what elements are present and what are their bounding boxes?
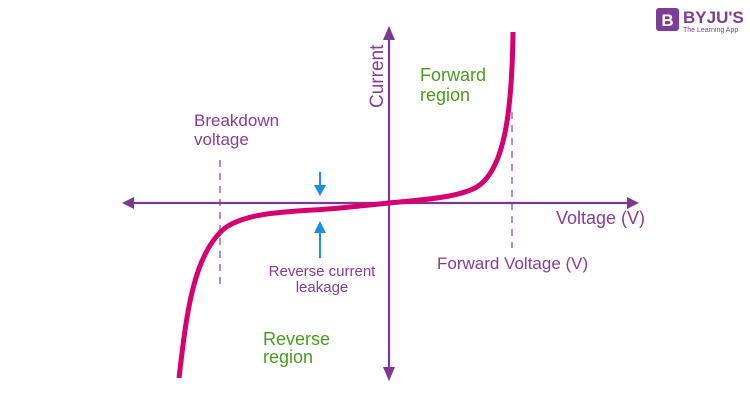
logo-tagline: The Learning App bbox=[683, 27, 738, 34]
forward-voltage-label: Forward Voltage (V) bbox=[437, 254, 588, 273]
leakage-arrow-top-head bbox=[314, 185, 326, 196]
breakdown-voltage-label-line1: Breakdown bbox=[194, 111, 279, 130]
logo-brand-text: BYJU'S bbox=[683, 8, 744, 27]
logo-mark-bg bbox=[656, 8, 679, 31]
vi-characteristic-curve bbox=[176, 31, 516, 379]
leakage-arrow-bottom-head bbox=[314, 221, 326, 233]
x-axis-right-arrowhead bbox=[627, 197, 639, 209]
reverse-leakage-label-line2: leakage bbox=[296, 279, 349, 296]
byjus-logo: B BYJU'S The Learning App bbox=[656, 8, 744, 34]
forward-region-label-line2: region bbox=[420, 85, 470, 105]
logo-mark-letter: B bbox=[661, 11, 673, 30]
breakdown-voltage-label-line2: voltage bbox=[194, 130, 249, 149]
reverse-region-label-line2: region bbox=[263, 347, 313, 367]
y-axis-bottom-arrowhead bbox=[383, 367, 395, 381]
y-axis-top-arrowhead bbox=[383, 26, 395, 40]
x-axis-left-arrowhead bbox=[122, 197, 134, 209]
x-axis-label: Voltage (V) bbox=[556, 208, 645, 228]
reverse-region-label-line1: Reverse bbox=[263, 329, 330, 349]
forward-region-label-line1: Forward bbox=[420, 65, 486, 85]
reverse-leakage-label-line1: Reverse current bbox=[269, 263, 377, 280]
y-axis-label: Current bbox=[367, 44, 388, 108]
